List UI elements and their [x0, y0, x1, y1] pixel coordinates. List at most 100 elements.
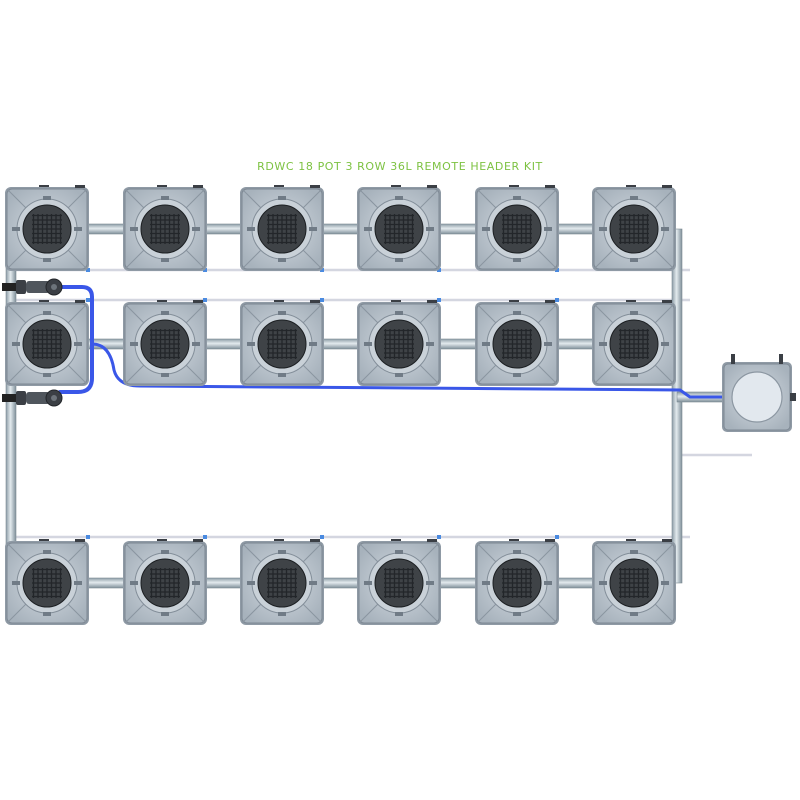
- lid-tab: [364, 581, 372, 585]
- lid-tab: [630, 373, 638, 377]
- hose-connector-icon: [2, 278, 63, 296]
- lid-tab: [513, 258, 521, 262]
- pot-handle: [626, 539, 636, 541]
- pot-handle: [75, 185, 85, 188]
- lid-tab: [309, 342, 317, 346]
- lid-tab: [278, 373, 286, 377]
- rail-marker: [203, 298, 207, 302]
- pot-handle: [310, 300, 320, 303]
- pot-icon: [240, 539, 324, 625]
- rail-marker: [320, 535, 324, 539]
- pot-handle: [157, 300, 167, 302]
- pot-icon: [592, 300, 676, 386]
- lid-tab: [12, 342, 20, 346]
- lid-tab: [309, 227, 317, 231]
- lid-tab: [130, 227, 138, 231]
- pot-handle: [274, 539, 284, 541]
- pot-icon: [123, 539, 207, 625]
- pot-icon: [357, 539, 441, 625]
- hose-connector-icon: [2, 389, 63, 407]
- pot-handle: [391, 539, 401, 541]
- pot-handle: [509, 539, 519, 541]
- pot-grid: [5, 185, 676, 625]
- lid-tab: [43, 196, 51, 200]
- lid-tab: [661, 227, 669, 231]
- rail-marker: [86, 535, 90, 539]
- pot-icon: [123, 300, 207, 386]
- pot-handle: [310, 185, 320, 188]
- lid-tab: [161, 373, 169, 377]
- pot-handle: [509, 300, 519, 302]
- pot-handle: [509, 185, 519, 187]
- pot-handle: [193, 185, 203, 188]
- lid-tab: [278, 612, 286, 616]
- lid-tab: [395, 258, 403, 262]
- lid-tab: [161, 612, 169, 616]
- pot-handle: [75, 300, 85, 303]
- pot-handle: [39, 185, 49, 187]
- lid-tab: [513, 373, 521, 377]
- lid-tab: [192, 227, 200, 231]
- lid-tab: [395, 612, 403, 616]
- lid-tab: [395, 373, 403, 377]
- lid-tab: [426, 342, 434, 346]
- pot-icon: [5, 300, 89, 386]
- rail-marker: [437, 268, 441, 272]
- hose-loop: [58, 285, 94, 394]
- lid-tab: [395, 311, 403, 315]
- pot-icon: [475, 539, 559, 625]
- lid-tab: [364, 342, 372, 346]
- pot-icon: [592, 185, 676, 271]
- lid-tab: [43, 612, 51, 616]
- lid-tab: [513, 612, 521, 616]
- lid-tab: [395, 196, 403, 200]
- pot-handle: [662, 300, 672, 303]
- pot-icon: [357, 185, 441, 271]
- lid-tab: [482, 342, 490, 346]
- pot-handle: [427, 539, 437, 542]
- lid-tab: [513, 550, 521, 554]
- pot-handle: [157, 185, 167, 187]
- pot-handle: [545, 539, 555, 542]
- lid-tab: [630, 612, 638, 616]
- pot-handle: [193, 300, 203, 303]
- rail-marker: [437, 535, 441, 539]
- lid-tab: [661, 342, 669, 346]
- lid-tab: [364, 227, 372, 231]
- pot-handle: [75, 539, 85, 542]
- lid-tab: [426, 581, 434, 585]
- header-tank-icon: [722, 354, 796, 432]
- rail-marker: [86, 268, 90, 272]
- lid-tab: [247, 581, 255, 585]
- pot-handle: [39, 300, 49, 302]
- lid-tab: [426, 227, 434, 231]
- rail-marker: [555, 535, 559, 539]
- lid-tab: [630, 258, 638, 262]
- remote-header: [722, 354, 796, 432]
- lid-tab: [161, 196, 169, 200]
- pot-handle: [427, 300, 437, 303]
- pot-handle: [157, 539, 167, 541]
- pot-handle: [545, 300, 555, 303]
- rail-marker: [203, 535, 207, 539]
- pot-icon: [475, 185, 559, 271]
- header-outlet: [790, 393, 796, 401]
- rail-marker: [555, 268, 559, 272]
- lid-tab: [161, 550, 169, 554]
- lid-tab: [12, 227, 20, 231]
- lid-tab: [544, 227, 552, 231]
- lid-tab: [43, 311, 51, 315]
- lid-tab: [161, 258, 169, 262]
- lid-tab: [43, 373, 51, 377]
- rail-marker: [203, 268, 207, 272]
- header-handle: [731, 354, 735, 364]
- pipe: [671, 228, 683, 584]
- lid-tab: [599, 342, 607, 346]
- lid-tab: [278, 258, 286, 262]
- lid-tab: [278, 550, 286, 554]
- lid-tab: [630, 550, 638, 554]
- pipe-network: [5, 223, 752, 589]
- pot-handle: [427, 185, 437, 188]
- pot-handle: [193, 539, 203, 542]
